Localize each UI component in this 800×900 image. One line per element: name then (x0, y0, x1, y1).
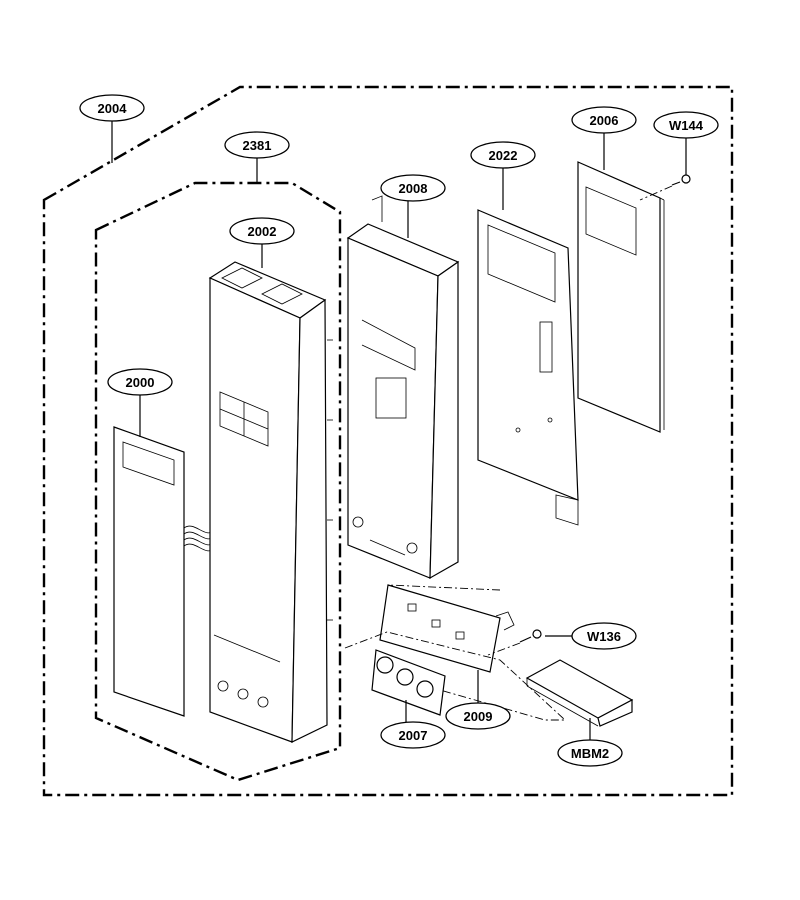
part-2007-knob-block (371, 649, 446, 716)
callout-2007: 2007 (380, 721, 446, 749)
leader-lines (111, 120, 687, 740)
part-MBM2-bracket (525, 659, 634, 727)
callout-MBM2: MBM2 (557, 739, 623, 767)
part-2022-main-pcb (477, 209, 579, 526)
assembly-guide-lines (344, 631, 567, 721)
callout-2002: 2002 (229, 217, 295, 245)
callout-label-2381: 2381 (243, 138, 272, 153)
callout-W136: W136 (571, 622, 637, 650)
part-2000-membrane-keypad (113, 426, 216, 717)
callout-label-2009: 2009 (464, 709, 493, 724)
part-2008-pcb-bracket (346, 195, 460, 580)
callout-label-2022: 2022 (489, 148, 518, 163)
callout-label-2002: 2002 (248, 224, 277, 239)
assembly-boundary-2004 (42, 85, 734, 797)
callout-2008: 2008 (380, 174, 446, 202)
callout-label-W136: W136 (587, 629, 621, 644)
callout-label-2006: 2006 (590, 113, 619, 128)
callout-2000: 2000 (107, 368, 173, 396)
callout-2006: 2006 (571, 106, 637, 134)
callout-label-MBM2: MBM2 (571, 746, 609, 761)
callout-label-2008: 2008 (399, 181, 428, 196)
callout-2009: 2009 (445, 702, 511, 730)
callout-2381: 2381 (224, 131, 290, 159)
callout-W144: W144 (653, 111, 719, 139)
callout-label-W144: W144 (669, 118, 704, 133)
callout-2022: 2022 (470, 141, 536, 169)
part-W136-screw (487, 629, 542, 656)
callout-label-2007: 2007 (399, 728, 428, 743)
callout-label-2004: 2004 (98, 101, 128, 116)
part-2009-button-pcb (379, 584, 515, 673)
callout-label-2000: 2000 (126, 375, 155, 390)
assembly-boundary-2381 (94, 181, 342, 782)
callout-2004: 2004 (79, 94, 145, 122)
part-2006-display-board (577, 161, 665, 433)
part-2002-control-panel-frame (208, 261, 333, 743)
